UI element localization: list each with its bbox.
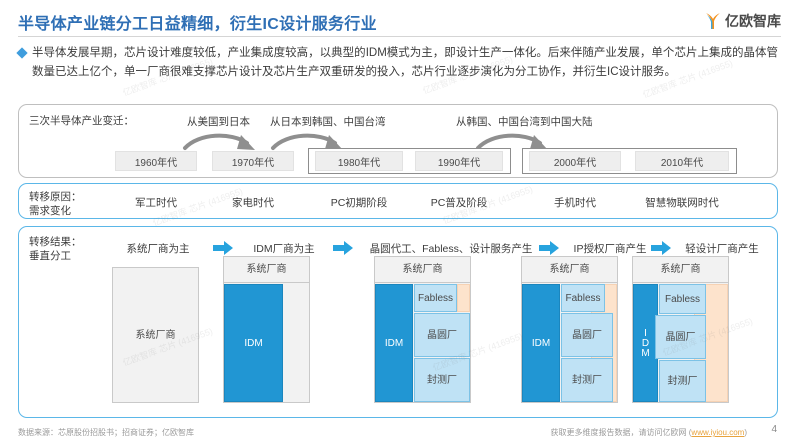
stack-2-idm-block: IDM — [224, 284, 283, 402]
stack-5-idm-block: IDM — [633, 284, 658, 402]
migration-caption-3: 从韩国、中国台湾到中国大陆 — [456, 116, 593, 128]
stack-3-fabless-block: Fabless — [414, 284, 457, 312]
era-label-aiot: 智慧物联网时代 — [645, 197, 719, 209]
stage-label-2: IDM厂商为主 — [253, 243, 315, 255]
intro-text: 半导体发展早期，芯片设计难度较低，产业集成度较高，以典型的IDM模式为主，即设计… — [32, 47, 778, 78]
stack-3-system-block: 系统厂商 — [374, 256, 471, 283]
result-panel: 转移结果： 垂直分工 系统厂商为主 IDM厂商为主 晶圆代工、Fabless、设… — [18, 226, 778, 418]
result-label: 转移结果： 垂直分工 — [29, 236, 82, 263]
logo-text: 亿欧智库 — [725, 13, 781, 29]
stack-3-idm-block: IDM — [375, 284, 413, 402]
era-label-appliance: 家电时代 — [232, 197, 274, 209]
footer-source: 数据来源：芯原股份招股书；招商证券；亿欧智库 — [18, 428, 194, 437]
decade-box-1990: 1990年代 — [415, 151, 503, 171]
curved-arrow-icon-3 — [476, 133, 548, 150]
stack-4-packaging-block: 封测厂 — [561, 358, 613, 402]
stack-5-foundry-block: 晶圆厂 — [655, 315, 706, 359]
era-label-military: 军工时代 — [135, 197, 177, 209]
footer-link[interactable]: www.iyiou.com — [691, 428, 745, 437]
right-arrow-icon-3 — [539, 241, 559, 255]
right-arrow-icon-2 — [333, 241, 353, 255]
brand-logo: 亿欧智库 — [705, 11, 781, 31]
reason-label: 转移原因： 需求变化 — [29, 191, 82, 218]
migration-caption-1: 从美国到日本 — [187, 116, 250, 128]
page-title: 半导体产业链分工日益精细，衍生IC设计服务行业 — [18, 16, 377, 33]
decade-box-2010: 2010年代 — [635, 151, 729, 171]
stack-4-system-block: 系统厂商 — [521, 256, 618, 283]
stage-label-1: 系统厂商为主 — [126, 243, 190, 255]
diamond-bullet-icon — [16, 47, 28, 59]
page-number: 4 — [771, 424, 777, 435]
stack-4-foundry-block: 晶圆厂 — [561, 313, 613, 357]
right-arrow-icon-1 — [213, 241, 233, 255]
footer-note-end: ) — [744, 428, 747, 437]
era-label-pc-early: PC初期阶段 — [330, 197, 388, 209]
migration-label: 三次半导体产业变迁： — [29, 115, 134, 127]
reason-panel: 转移原因： 需求变化 军工时代 家电时代 PC初期阶段 PC普及阶段 手机时代 … — [18, 183, 778, 219]
stack-3: 系统厂商 IDM Fabless 晶圆厂 封测厂 — [374, 256, 471, 403]
right-arrow-icon-4 — [651, 241, 671, 255]
stage-label-4: IP授权厂商产生 — [573, 243, 647, 255]
stack-4-fabless-block: Fabless — [561, 284, 605, 312]
yi-ou-logo-icon — [706, 13, 720, 29]
footer-note-text: 获取更多维度报告数据，请访问亿欧网 ( — [550, 428, 692, 437]
intro-paragraph: 半导体发展早期，芯片设计难度较低，产业集成度较高，以典型的IDM模式为主，即设计… — [16, 44, 778, 82]
stack-2-system-block: 系统厂商 — [223, 256, 310, 283]
stack-4: 系统厂商 IDM Fabless 晶圆厂 封测厂 — [521, 256, 618, 403]
stack-5: 系统厂商 IDM Fabless 晶圆厂 封测厂 — [632, 256, 729, 403]
era-label-mobile: 手机时代 — [554, 197, 596, 209]
decade-box-2000: 2000年代 — [529, 151, 621, 171]
stack-5-system-block: 系统厂商 — [632, 256, 729, 283]
stack-5-idm-label: IDM — [640, 328, 651, 358]
stack-2: 系统厂商 IDM — [223, 256, 310, 403]
decade-box-1960: 1960年代 — [115, 151, 197, 171]
decade-box-1980: 1980年代 — [315, 151, 403, 171]
stack-3-ip-strip — [457, 284, 470, 312]
stage-label-3: 晶圆代工、Fabless、设计服务产生 — [369, 243, 533, 255]
stack-3-packaging-block: 封测厂 — [414, 358, 470, 402]
stack-3-foundry-block: 晶圆厂 — [414, 313, 470, 357]
stack-5-packaging-block: 封测厂 — [659, 360, 706, 402]
migration-caption-2: 从日本到韩国、中国台湾 — [270, 116, 386, 128]
curved-arrow-icon-2 — [271, 133, 343, 150]
footer-note: 获取更多维度报告数据，请访问亿欧网 (www.iyiou.com) — [551, 427, 747, 438]
era-label-pc-popular: PC普及阶段 — [430, 197, 488, 209]
decade-box-1970: 1970年代 — [212, 151, 294, 171]
stage-label-5: 轻设计厂商产生 — [685, 243, 759, 255]
stack-5-fabless-block: Fabless — [659, 284, 706, 314]
migration-panel: 三次半导体产业变迁： 从美国到日本 从日本到韩国、中国台湾 从韩国、中国台湾到中… — [18, 104, 778, 178]
header-divider — [18, 36, 781, 37]
curved-arrow-icon-1 — [183, 133, 255, 150]
stack-1-system-block: 系统厂商 — [112, 267, 199, 403]
stack-4-idm-block: IDM — [522, 284, 560, 402]
stack-1: 系统厂商 — [112, 267, 199, 403]
